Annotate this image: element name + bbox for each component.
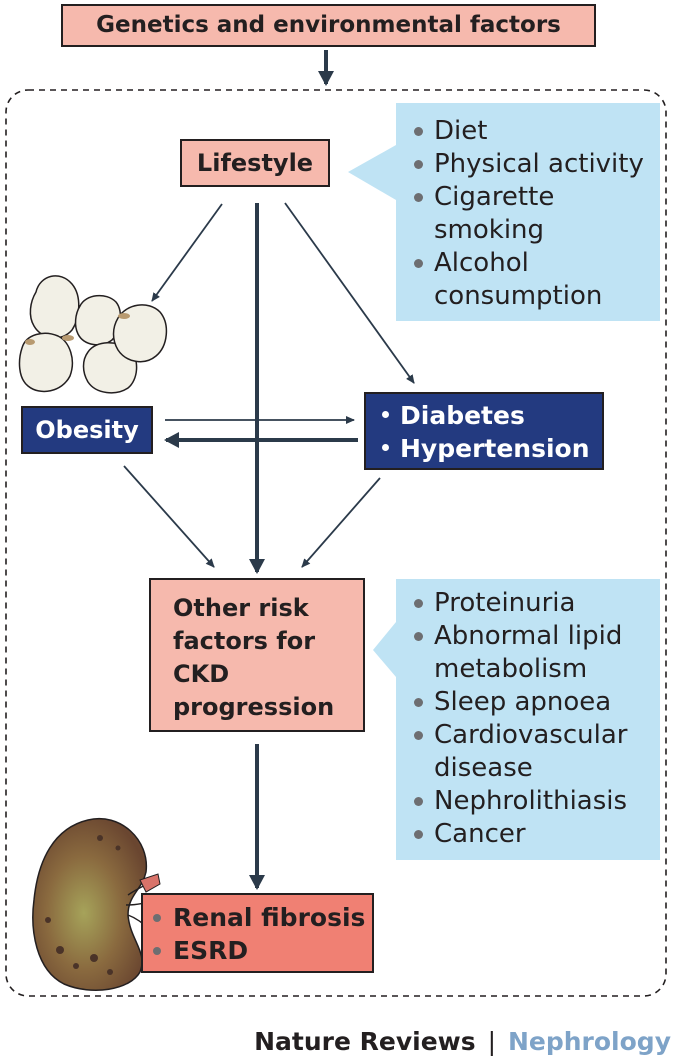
list-item: Hypertension bbox=[378, 432, 602, 465]
list-item: Sleep apnoea bbox=[410, 686, 652, 719]
footer-credit: Nature Reviews | Nephrology bbox=[254, 1026, 671, 1058]
title-box: Genetics and environmental factors bbox=[61, 4, 596, 47]
risk-factors-box: Other risk factors for CKD progression bbox=[149, 578, 365, 732]
list-item: Abnormal lipid metabolism bbox=[410, 620, 652, 686]
risk-factors-callout: Proteinuria Abnormal lipid metabolism Sl… bbox=[396, 579, 660, 860]
lifestyle-callout-pointer bbox=[348, 145, 396, 200]
lifestyle-callout: Diet Physical activity Cigarette smoking… bbox=[396, 103, 660, 321]
list-item: Cancer bbox=[410, 818, 652, 851]
footer-separator: | bbox=[487, 1027, 497, 1056]
arrow-diabetes-to-risk bbox=[301, 477, 381, 568]
list-item: Alcohol consumption bbox=[410, 247, 652, 313]
footer-journal: Nature Reviews bbox=[254, 1027, 476, 1056]
dashed-frame bbox=[5, 89, 667, 997]
list-item: ESRD bbox=[149, 934, 372, 967]
arrow-obesity-to-risk bbox=[123, 465, 215, 568]
lifestyle-factor-list: Diet Physical activity Cigarette smoking… bbox=[410, 115, 652, 313]
obesity-label: Obesity bbox=[35, 416, 139, 444]
list-item: Diet bbox=[410, 115, 652, 148]
lifestyle-box: Lifestyle bbox=[180, 139, 330, 187]
outcomes-box: Renal fibrosis ESRD bbox=[141, 893, 374, 973]
list-item: Physical activity bbox=[410, 148, 652, 181]
list-item: Cardiovascular disease bbox=[410, 719, 652, 785]
risk-factors-label: Other risk factors for CKD progression bbox=[173, 594, 335, 721]
risk-factor-list: Proteinuria Abnormal lipid metabolism Sl… bbox=[410, 587, 652, 851]
arrow-lifestyle-to-diabetes bbox=[284, 202, 415, 384]
obesity-box: Obesity bbox=[21, 406, 153, 454]
list-item: Nephrolithiasis bbox=[410, 785, 652, 818]
title-text: Genetics and environmental factors bbox=[96, 12, 561, 38]
list-item: Renal fibrosis bbox=[149, 901, 372, 934]
kidney-icon bbox=[32, 817, 161, 991]
list-item: Cigarette smoking bbox=[410, 181, 652, 247]
outcome-list: Renal fibrosis ESRD bbox=[149, 901, 372, 967]
footer-section: Nephrology bbox=[507, 1027, 671, 1056]
lifestyle-label: Lifestyle bbox=[196, 149, 314, 177]
list-item: Proteinuria bbox=[410, 587, 652, 620]
arrow-lifestyle-to-fatcells bbox=[151, 203, 223, 302]
condition-list: Diabetes Hypertension bbox=[378, 399, 602, 465]
diabetes-hypertension-box: Diabetes Hypertension bbox=[364, 392, 604, 470]
risk-callout-pointer bbox=[373, 622, 396, 677]
list-item: Diabetes bbox=[378, 399, 602, 432]
fat-cells-icon bbox=[18, 275, 168, 394]
